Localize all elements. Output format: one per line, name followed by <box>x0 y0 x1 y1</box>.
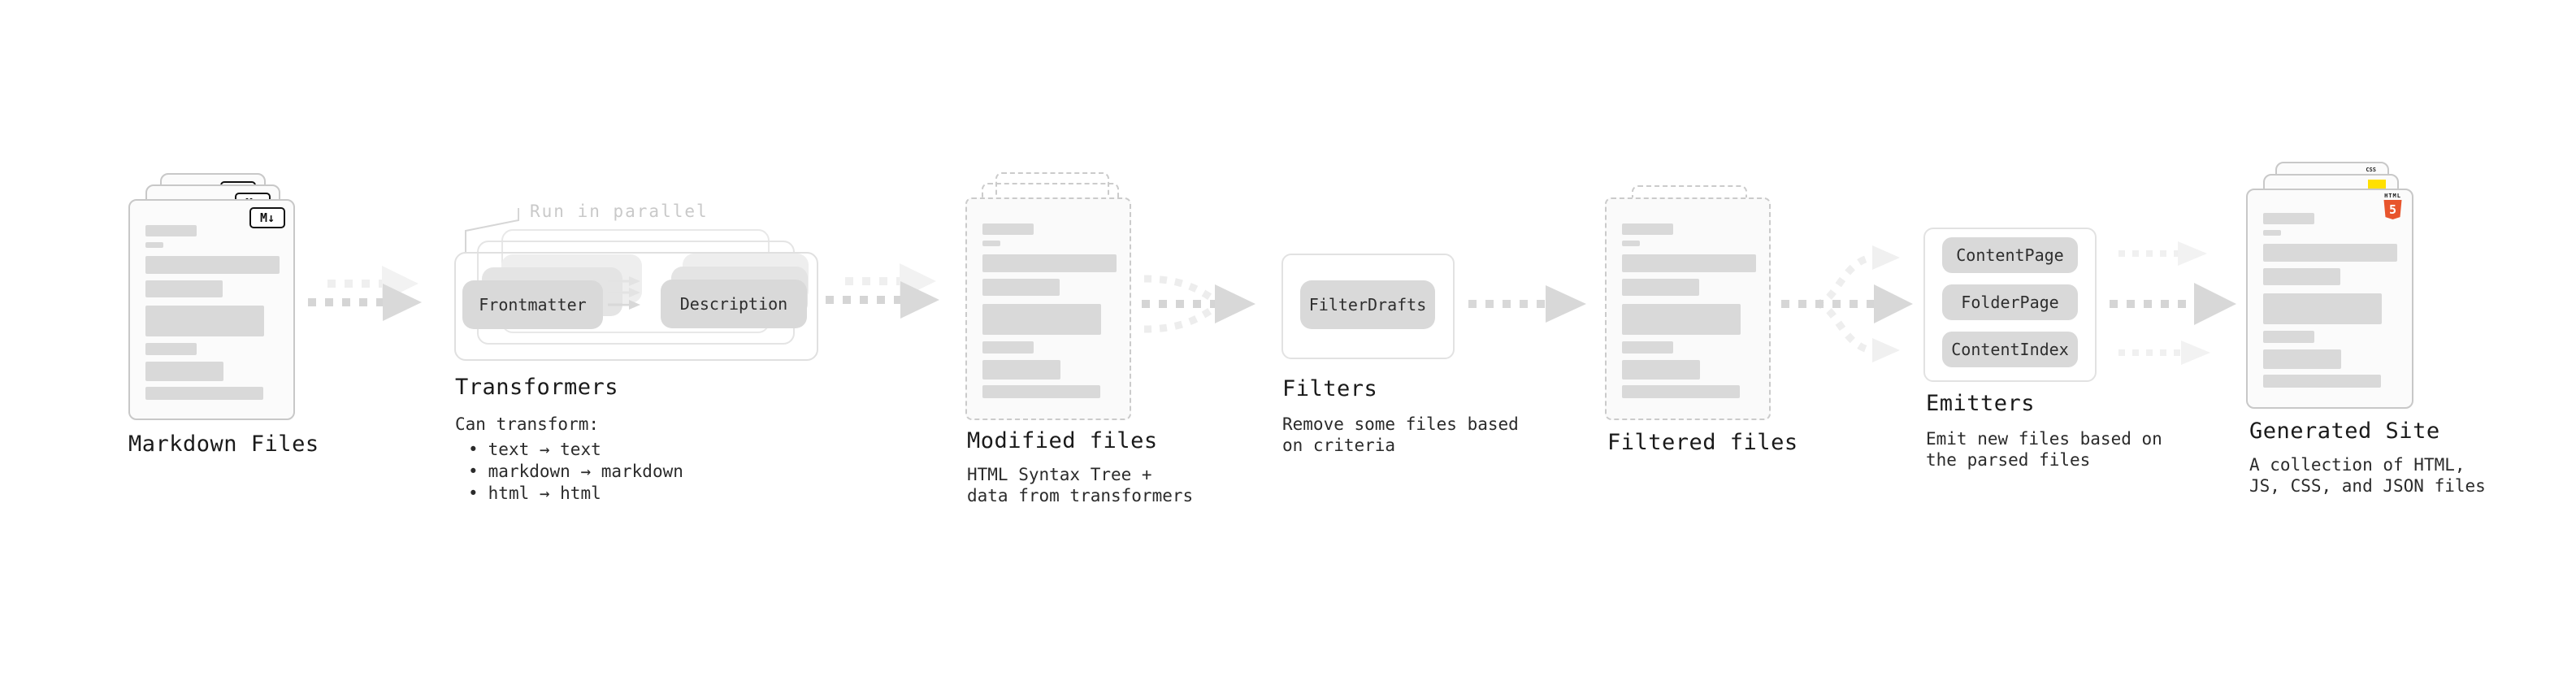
modified-file-sheet-back <box>995 172 1109 205</box>
placeholder-text-bars <box>2263 213 2397 388</box>
emitter-node-contentpage: ContentPage <box>1942 237 2078 273</box>
list-item: • markdown → markdown <box>455 461 683 483</box>
list-item: • html → html <box>455 483 683 505</box>
node-label: Frontmatter <box>479 295 587 314</box>
stage-label-generated: Generated Site <box>2249 419 2440 444</box>
description-line: the parsed files <box>1926 450 2091 470</box>
description-line: A collection of HTML, <box>2249 455 2465 475</box>
node-label: FolderPage <box>1961 293 2059 312</box>
description-line: Remove some files based <box>1282 414 1519 434</box>
transformer-node-frontmatter: Frontmatter <box>462 280 603 329</box>
stage-label-filtered: Filtered files <box>1607 430 1798 455</box>
bullet-icon: • <box>468 462 479 481</box>
arrow-filters-to-filtered <box>1468 285 1586 323</box>
transformers-description: Can transform: • text → text • markdown → … <box>455 414 683 505</box>
placeholder-text-bars <box>145 225 280 400</box>
list-item-text: markdown → markdown <box>488 462 683 481</box>
emitter-node-contentindex: ContentIndex <box>1942 332 2078 367</box>
description-line: Emit new files based on <box>1926 429 2162 449</box>
html5-icon-shield: 5 <box>2383 200 2402 219</box>
javascript-icon <box>2368 180 2386 189</box>
stage-label-modified: Modified files <box>967 428 1158 453</box>
markdown-icon: M↓ <box>249 207 285 228</box>
description-line: JS, CSS, and JSON files <box>2249 476 2486 496</box>
filter-node-filterdrafts: FilterDrafts <box>1300 280 1435 329</box>
stage-label-markdown: Markdown Files <box>128 432 319 457</box>
placeholder-text-bars <box>1622 223 1756 398</box>
list-item-text: html → html <box>488 484 601 503</box>
list-item: • text → text <box>455 439 683 461</box>
arrow-markdown-to-transformers <box>308 266 422 321</box>
arrow-transformers-to-modified <box>826 263 939 319</box>
modified-file-doc <box>965 197 1131 420</box>
description-line: HTML Syntax Tree + <box>967 465 1152 484</box>
transformers-frame-front <box>454 252 818 361</box>
arrow-emitters-to-generated-fan <box>2110 241 2236 365</box>
emitter-node-folderpage: FolderPage <box>1942 284 2078 320</box>
run-in-parallel-label: Run in parallel <box>530 202 709 221</box>
description-line: Can transform: <box>455 414 600 434</box>
stage-label-emitters: Emitters <box>1926 391 2036 416</box>
transformer-node-description: Description <box>661 280 807 328</box>
description-line: on criteria <box>1282 436 1396 455</box>
arrow-filtered-to-emitters-split <box>1781 245 1913 362</box>
generated-description: A collection of HTML, JS, CSS, and JSON … <box>2249 454 2486 497</box>
filters-description: Remove some files based on criteria <box>1282 414 1519 456</box>
modified-description: HTML Syntax Tree + data from transformer… <box>967 464 1193 506</box>
generated-doc-html: HTML 5 <box>2246 189 2413 409</box>
node-label: Description <box>679 294 788 314</box>
node-label: ContentIndex <box>1951 340 2069 359</box>
arrow-modified-to-filters-merge <box>1142 275 1255 333</box>
parallel-arrows-icon <box>608 276 640 310</box>
html5-icon: HTML 5 <box>2382 193 2404 219</box>
bullet-icon: • <box>468 484 479 503</box>
node-label: FilterDrafts <box>1308 295 1427 314</box>
stage-label-transformers: Transformers <box>455 375 619 400</box>
filtered-file-doc <box>1605 197 1771 420</box>
stage-label-filters: Filters <box>1282 376 1378 401</box>
html5-icon-word: HTML <box>2384 193 2401 199</box>
markdown-file-doc-front: M↓ <box>128 199 295 420</box>
transform-list: • text → text • markdown → markdown • html … <box>455 439 683 505</box>
list-item-text: text → text <box>488 440 601 459</box>
callout-line <box>465 208 519 254</box>
html5-icon-number: 5 <box>2388 202 2397 217</box>
placeholder-text-bars <box>982 223 1117 398</box>
description-line: data from transformers <box>967 486 1194 505</box>
emitters-description: Emit new files based on the parsed files <box>1926 428 2162 471</box>
node-label: ContentPage <box>1956 245 2064 265</box>
bullet-icon: • <box>468 440 479 459</box>
